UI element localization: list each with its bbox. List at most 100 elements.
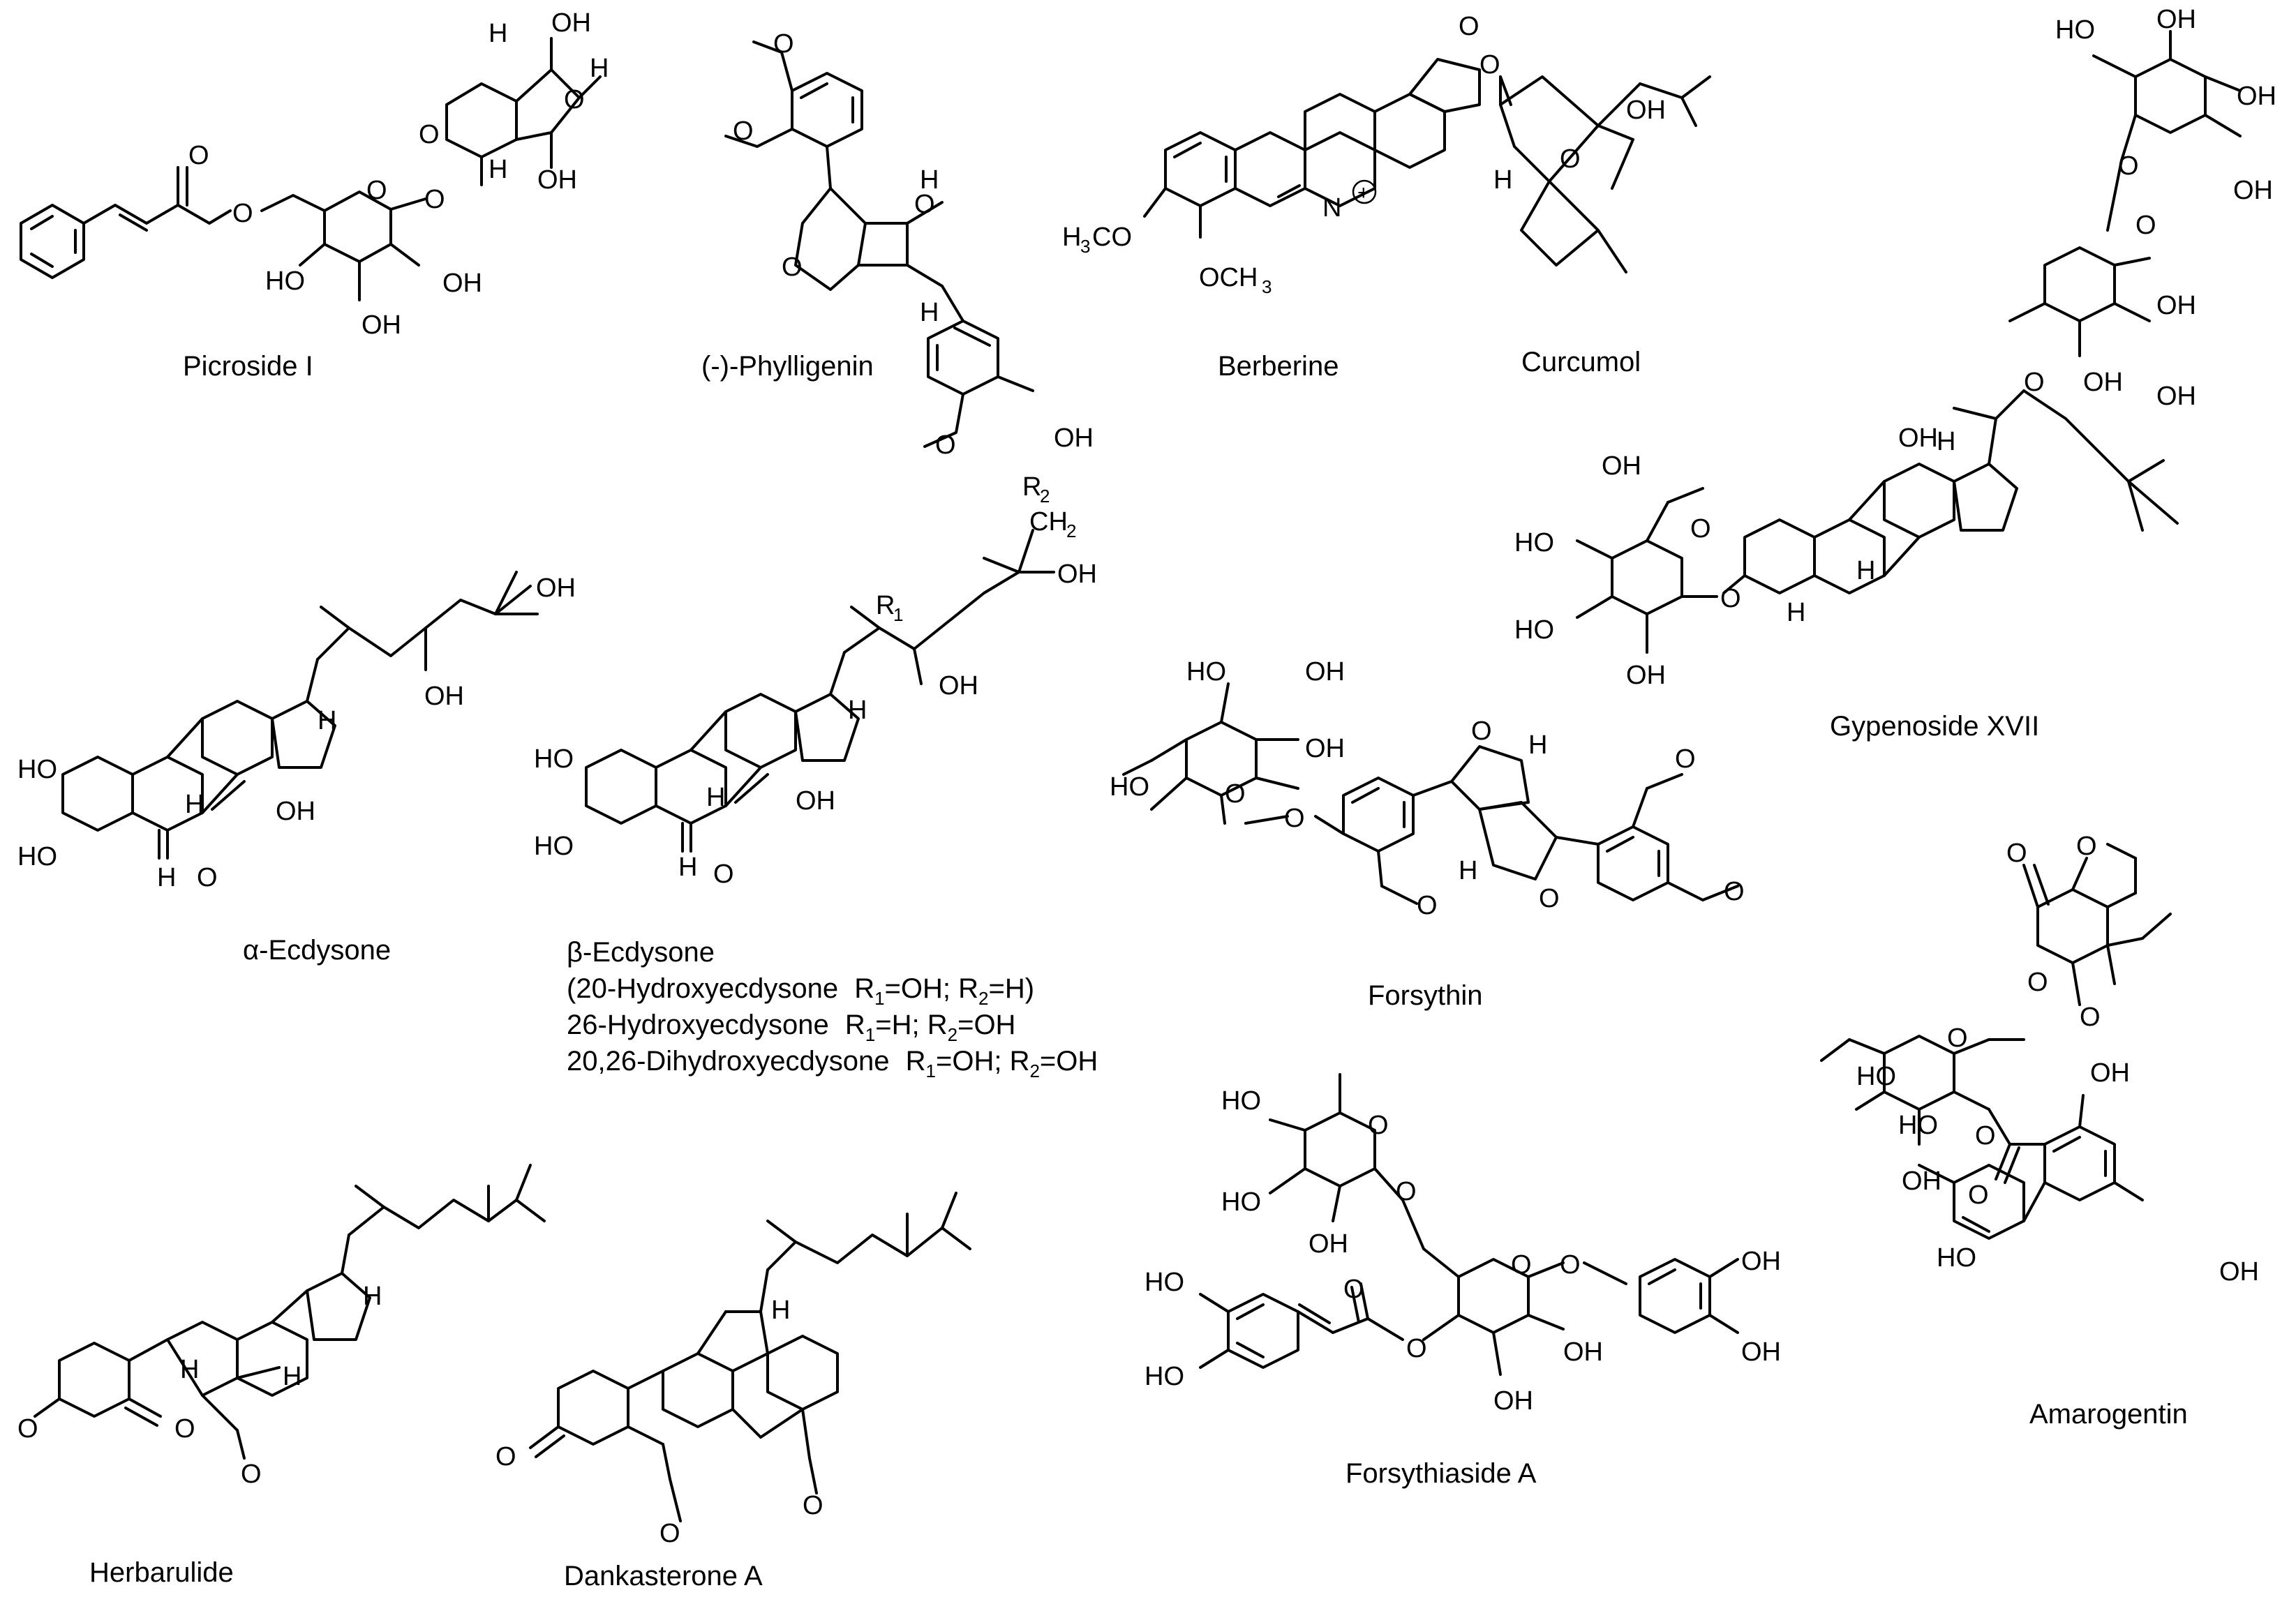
atom-oh: OH <box>1309 1229 1348 1259</box>
atom-o: O <box>366 176 387 205</box>
atom-h3co: CO <box>1092 223 1132 252</box>
atom-o: O <box>2027 968 2048 997</box>
atom-ho: HO <box>1898 1111 1938 1140</box>
structure-forsythin: HO OH OH HO O O O O O H H O O Forsythin <box>1110 657 1745 1011</box>
atom-h: H <box>363 1282 382 1311</box>
atom-ho: HO <box>17 755 57 784</box>
svg-text:26-Hydroxyecdysone R1=: 26-Hydroxyecdysone R1=H; R2=OH <box>567 1010 1015 1045</box>
atom-oh: OH <box>2233 176 2273 205</box>
atom-o: O <box>174 1414 195 1444</box>
atom-o: O <box>2006 839 2027 868</box>
atom-oh: OH <box>2156 5 2196 34</box>
atom-h: H <box>489 19 507 48</box>
atom-ho: HO <box>534 832 574 861</box>
atom-o: O <box>1343 1275 1364 1304</box>
structure-picroside-i: O O O O O O HO OH OH OH OH H H H Picrosi… <box>20 8 609 382</box>
compound-name: α-Ecdysone <box>243 935 391 966</box>
compound-name: (-)-Phylligenin <box>701 351 874 382</box>
atom-h: H <box>1459 856 1477 885</box>
atom-oh: OH <box>1602 451 1641 481</box>
atom-o: O <box>424 185 445 214</box>
atom-o: O <box>564 85 585 114</box>
atom-oh: OH <box>2083 368 2123 397</box>
atom-ho: HO <box>1514 528 1554 557</box>
atom-o: O <box>197 863 218 892</box>
compound-name: Amarogentin <box>2029 1399 2188 1430</box>
atom-ho: HO <box>1110 772 1149 802</box>
atom-ch2: CH <box>1029 507 1068 537</box>
atom-ho: HO <box>2055 15 2095 45</box>
atom-o: O <box>1947 1024 1968 1053</box>
atom-o: O <box>782 253 803 282</box>
structure-dankasterone-a: O O O H Dankasterone A <box>495 1192 971 1591</box>
atom-h: H <box>1787 598 1805 627</box>
ecdysone-variant-3: 20,26-Dihydroxyecdysone R1=OH; R2=OH <box>567 1046 1098 1081</box>
atom-o: O <box>1284 804 1305 833</box>
atom-n: N <box>1322 193 1341 223</box>
atom-o: O <box>2024 368 2045 397</box>
atom-oh: OH <box>796 786 835 816</box>
atom-ho: HO <box>1221 1086 1261 1116</box>
compound-name: Curcumol <box>1521 347 1641 377</box>
atom-h: H <box>920 165 939 195</box>
compound-name: Picroside I <box>183 351 313 382</box>
structure-herbarulide: O O O H H H Herbarulide <box>17 1164 546 1588</box>
atom-oh: OH <box>1493 1386 1533 1416</box>
atom-h: H <box>678 853 697 882</box>
atom-oh: OH <box>1305 657 1345 687</box>
structure-phylligenin: O O O O O OH H H (-)-Phylligenin <box>701 29 1094 460</box>
atom-h: H <box>1856 556 1875 585</box>
atom-oh: OH <box>1054 424 1094 453</box>
atom-charge: + <box>1357 181 1370 204</box>
atom-o: O <box>659 1519 680 1548</box>
atom-sub: 3 <box>1080 236 1090 257</box>
atom-o: O <box>1417 891 1438 920</box>
atom-o: O <box>773 29 794 59</box>
atom-oh: OH <box>2156 291 2196 320</box>
compound-name: Gypenoside XVII <box>1830 711 2039 742</box>
atom-ho: HO <box>1145 1362 1184 1391</box>
atom-oh: OH <box>1057 560 1097 589</box>
atom-oh: OH <box>536 574 576 603</box>
ecdysone-variant-1: (20-Hydroxyecdysone R1=OH; R2=H) <box>567 973 1034 1009</box>
atom-h: H <box>848 696 867 725</box>
atom-oh: OH <box>424 682 464 711</box>
atom-r: R <box>1022 472 1041 502</box>
atom-o: O <box>495 1442 516 1471</box>
atom-o: O <box>1368 1111 1389 1140</box>
atom-ho: HO <box>1514 615 1554 645</box>
compound-name: β-Ecdysone <box>567 937 715 968</box>
atom-oh: OH <box>1898 424 1938 453</box>
atom-o: O <box>935 430 956 460</box>
structure-beta-ecdysone: R 2 CH 2 OH R 1 OH H OH H H O HO HO β-Ec… <box>534 472 1098 1081</box>
atom-o: O <box>1479 50 1500 80</box>
atom-sub: 3 <box>1262 276 1272 297</box>
atom-oh: OH <box>551 8 591 38</box>
atom-ho: HO <box>1937 1243 1976 1273</box>
compound-name: Forsythiaside A <box>1345 1458 1537 1489</box>
atom-h: H <box>318 706 336 735</box>
atom-ho: HO <box>1221 1187 1261 1217</box>
atom-o: O <box>1560 144 1581 174</box>
structure-amarogentin: O O O O O HO HO OH O O OH OH HO Amarogen… <box>1820 832 2259 1430</box>
atom-ho: HO <box>17 842 57 871</box>
atom-oh: OH <box>1741 1247 1781 1276</box>
atom-sub: 2 <box>1066 520 1076 541</box>
structure-forsythiaside-a: HO HO OH O O O O O O OH OH OH OH HO HO F… <box>1145 1073 1781 1489</box>
structure-berberine: H 3 CO OCH 3 N + O O Berberine <box>1062 12 1500 382</box>
atom-oh: OH <box>1305 734 1345 763</box>
atom-o: O <box>713 860 734 889</box>
atom-h: H <box>180 1355 199 1384</box>
compound-name: Forsythin <box>1368 980 1483 1011</box>
atom-oh: OH <box>2090 1058 2130 1088</box>
atom-o: O <box>188 141 209 170</box>
atom-h: H <box>489 155 507 184</box>
atom-h: H <box>706 783 725 812</box>
atom-o: O <box>1471 717 1492 746</box>
atom-o: O <box>1968 1180 1989 1210</box>
atom-ho: HO <box>1145 1268 1184 1297</box>
atom-h: H <box>1528 730 1547 760</box>
atom-oh: OH <box>537 165 577 195</box>
ecdysone-variant-2: 26-Hydroxyecdysone R1=H; R2=OH <box>567 1010 1015 1045</box>
